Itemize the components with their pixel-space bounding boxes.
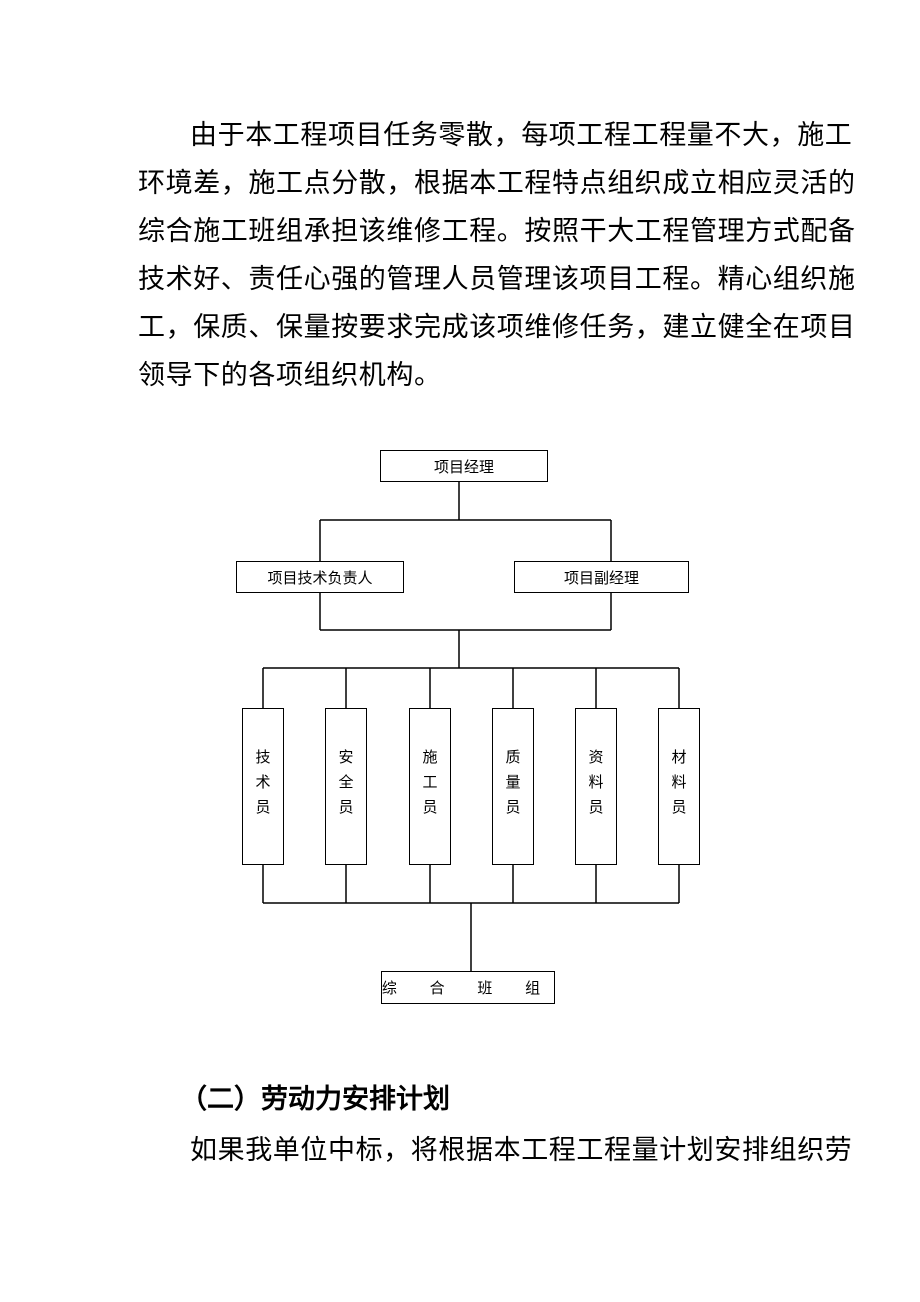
box-staff-construction: 施工员 xyxy=(409,708,451,865)
box-staff-technician: 技术员 xyxy=(242,708,284,865)
paragraph-line-6: 领导下的各项组织机构。 xyxy=(138,360,442,391)
box-project-manager: 项目经理 xyxy=(380,450,548,482)
paragraph-line-3: 综合施工班组承担该维修工程。按照干大工程管理方式配备 xyxy=(138,216,856,247)
box-staff-safety: 安全员 xyxy=(325,708,367,865)
box-deputy-manager: 项目副经理 xyxy=(514,561,689,593)
paragraph-line-2: 环境差，施工点分散，根据本工程特点组织成立相应灵活的 xyxy=(138,168,856,199)
section-heading: （二）劳动力安排计划 xyxy=(180,1084,450,1115)
box-staff-quality: 质量员 xyxy=(492,708,534,865)
comprehensive-team-label: 综 合 班 组 xyxy=(381,979,555,997)
section-paragraph: 如果我单位中标，将根据本工程工程量计划安排组织劳 xyxy=(190,1135,853,1166)
paragraph-line-5: 工，保质、保量按要求完成该项维修任务，建立健全在项目 xyxy=(138,312,856,343)
paragraph-line-1: 由于本工程项目任务零散，每项工程工程量不大，施工 xyxy=(190,120,853,151)
box-staff-documents: 资料员 xyxy=(575,708,617,865)
box-comprehensive-team: 综 合 班 组 xyxy=(381,971,555,1004)
box-staff-materials: 材料员 xyxy=(658,708,700,865)
paragraph-line-4: 技术好、责任心强的管理人员管理该项目工程。精心组织施 xyxy=(138,264,856,295)
box-technical-lead: 项目技术负责人 xyxy=(236,561,404,593)
